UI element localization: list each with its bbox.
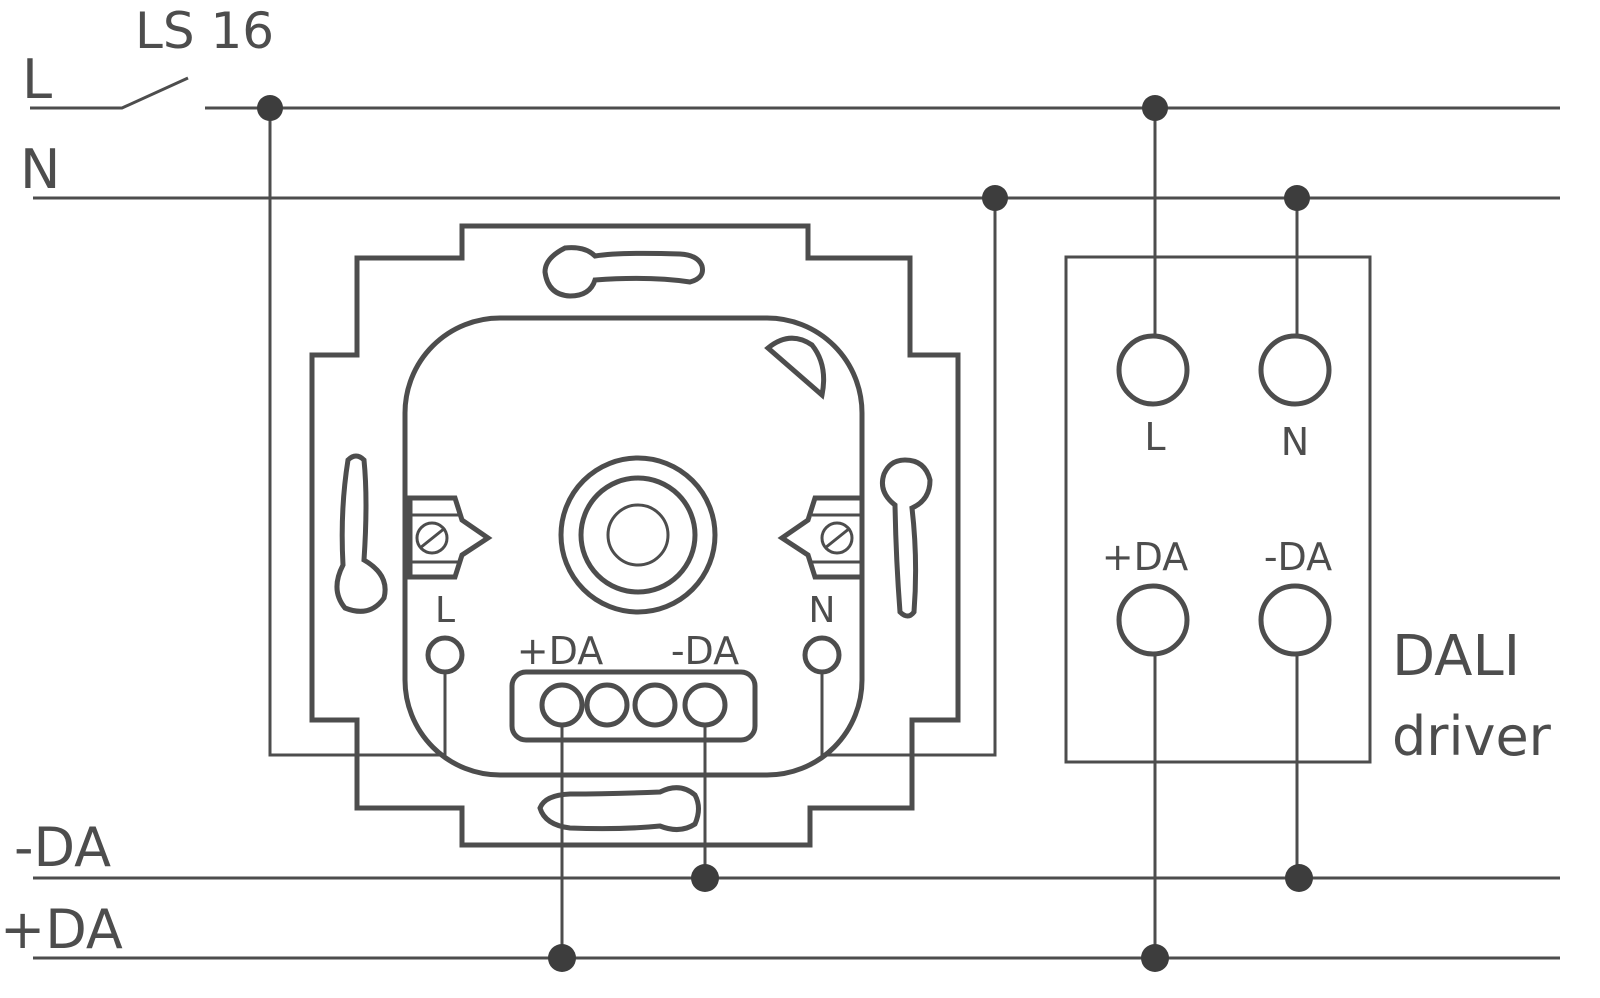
terminal-L [425,635,465,675]
driver-title-line1: DALI [1392,624,1520,689]
knob-outer [558,455,718,615]
keyhole-slot-top [542,245,705,299]
driver-label-plus-da: +DA [1102,535,1188,579]
driver-label-L: L [1144,415,1165,459]
driver-terminal-minus-da [1258,583,1332,657]
wires [268,108,1299,958]
screw-terminal-right [777,495,865,580]
screw-terminal-left [407,495,493,580]
driver-terminal-L [1116,333,1190,407]
dimmer-label-N: N [809,590,836,631]
driver-terminal-N [1258,333,1332,407]
dimmer-label-minus-da: -DA [671,629,739,673]
terminal-plus-da [539,682,585,728]
terminal-minus-da [682,682,728,728]
driver-label-minus-da: -DA [1264,535,1332,579]
dimmer-label-L: L [435,590,455,631]
label-minus-da: -DA [14,816,111,879]
screw-icon [820,521,854,555]
bus-lines [30,76,1560,960]
dimmer-label-plus-da: +DA [517,629,603,673]
label-L: L [22,48,52,111]
driver-label-N: N [1281,420,1309,464]
label-plus-da: +DA [0,898,123,961]
keyhole-slot-right [879,457,933,619]
screw-icon [415,521,449,555]
dali-dimmer: L N +DA -DA [309,223,961,848]
driver-box [1064,255,1372,764]
breaker-switch [30,76,189,110]
knob-ring [578,475,698,595]
da-terminal-block [509,669,758,743]
keyhole-slot-left [334,453,388,614]
terminal-N [802,635,842,675]
label-N: N [20,138,60,201]
driver-terminal-plus-da [1116,583,1190,657]
breaker-label: LS 16 [135,2,274,60]
knob-shaft [606,503,670,567]
indicator-mark [764,335,827,400]
driver-title-line2: driver [1392,705,1552,768]
junction-dots [257,95,1313,972]
keyhole-slot-bottom [537,785,701,832]
dali-driver: L N +DA -DA [1064,255,1372,764]
mounting-frame [309,223,961,848]
